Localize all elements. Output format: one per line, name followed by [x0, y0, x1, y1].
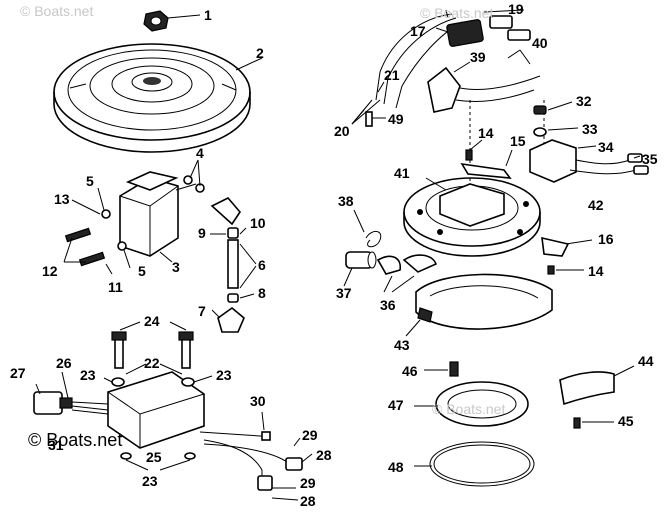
callout-23a: 23 [80, 367, 96, 383]
callout-26: 26 [56, 355, 72, 371]
callout-11: 11 [108, 279, 123, 295]
flywheel-nut [143, 10, 201, 32]
watermark-faint-bottom-right: © Boats.net [432, 401, 505, 417]
callout-24: 24 [144, 313, 160, 329]
callout-14a: 14 [478, 125, 494, 141]
callout-16: 16 [598, 231, 614, 247]
callout-43: 43 [394, 337, 410, 353]
callout-13: 13 [54, 191, 70, 207]
callout-5a: 5 [86, 173, 94, 189]
callout-12: 12 [42, 263, 58, 279]
charge-coil [529, 101, 649, 183]
callout-46: 46 [402, 363, 418, 379]
callout-49: 49 [388, 111, 404, 127]
callout-29b: 29 [300, 475, 316, 491]
callout-7: 7 [198, 303, 206, 319]
callout-8: 8 [258, 285, 266, 301]
timer-base [403, 100, 545, 257]
coil-hardware [63, 159, 205, 275]
watermark-faint-top-left: © Boats.net [20, 3, 93, 19]
callout-3: 3 [172, 259, 180, 275]
callout-28b: 28 [300, 493, 316, 509]
stator-plate [405, 273, 553, 337]
callout-28a: 28 [316, 447, 332, 463]
callout-15: 15 [510, 133, 526, 149]
callout-35: 35 [642, 151, 658, 167]
timer-base-hardware [460, 139, 593, 275]
callout-10: 10 [250, 215, 266, 231]
insulators [376, 254, 438, 293]
callout-1: 1 [204, 7, 212, 23]
callout-40: 40 [532, 35, 548, 51]
power-pack [33, 321, 313, 501]
callout-19: 19 [508, 1, 524, 17]
callout-21: 21 [384, 67, 400, 83]
callout-4: 4 [196, 145, 204, 161]
callout-29a: 29 [302, 427, 318, 443]
callout-22: 22 [144, 355, 160, 371]
callout-5b: 5 [138, 263, 146, 279]
callout-36: 36 [380, 297, 396, 313]
callout-44: 44 [638, 353, 654, 369]
callout-37: 37 [336, 285, 352, 301]
sensor-clip [343, 209, 382, 287]
callout-20: 20 [334, 123, 350, 139]
callout-17: 17 [410, 23, 426, 39]
callout-39: 39 [470, 49, 486, 65]
trigger-assembly [351, 9, 541, 127]
callout-48: 48 [388, 459, 404, 475]
callout-42: 42 [588, 197, 604, 213]
callout-27: 27 [10, 365, 26, 381]
flywheel [53, 43, 263, 153]
callout-23c: 23 [142, 473, 158, 489]
callout-38: 38 [338, 193, 354, 209]
callout-31: 31 [48, 437, 64, 453]
callout-45: 45 [618, 413, 634, 429]
callout-9: 9 [198, 225, 206, 241]
callout-34: 34 [598, 139, 614, 155]
retainer-rings [414, 361, 535, 487]
watermark-faint-top-right: © Boats.net [420, 5, 493, 21]
callout-14b: 14 [588, 263, 604, 279]
callout-33: 33 [582, 121, 598, 137]
callout-6: 6 [258, 257, 266, 273]
callout-47: 47 [388, 397, 404, 413]
magnet-pad [559, 365, 635, 429]
callout-30: 30 [250, 393, 266, 409]
spark-plug-lead [210, 197, 257, 333]
callout-25: 25 [146, 449, 162, 465]
ignition-coil [119, 171, 197, 263]
watermark-main: © Boats.net [28, 430, 122, 450]
callout-32: 32 [576, 93, 592, 109]
callout-23b: 23 [216, 367, 232, 383]
callout-2: 2 [256, 45, 264, 61]
callout-41: 41 [394, 165, 410, 181]
